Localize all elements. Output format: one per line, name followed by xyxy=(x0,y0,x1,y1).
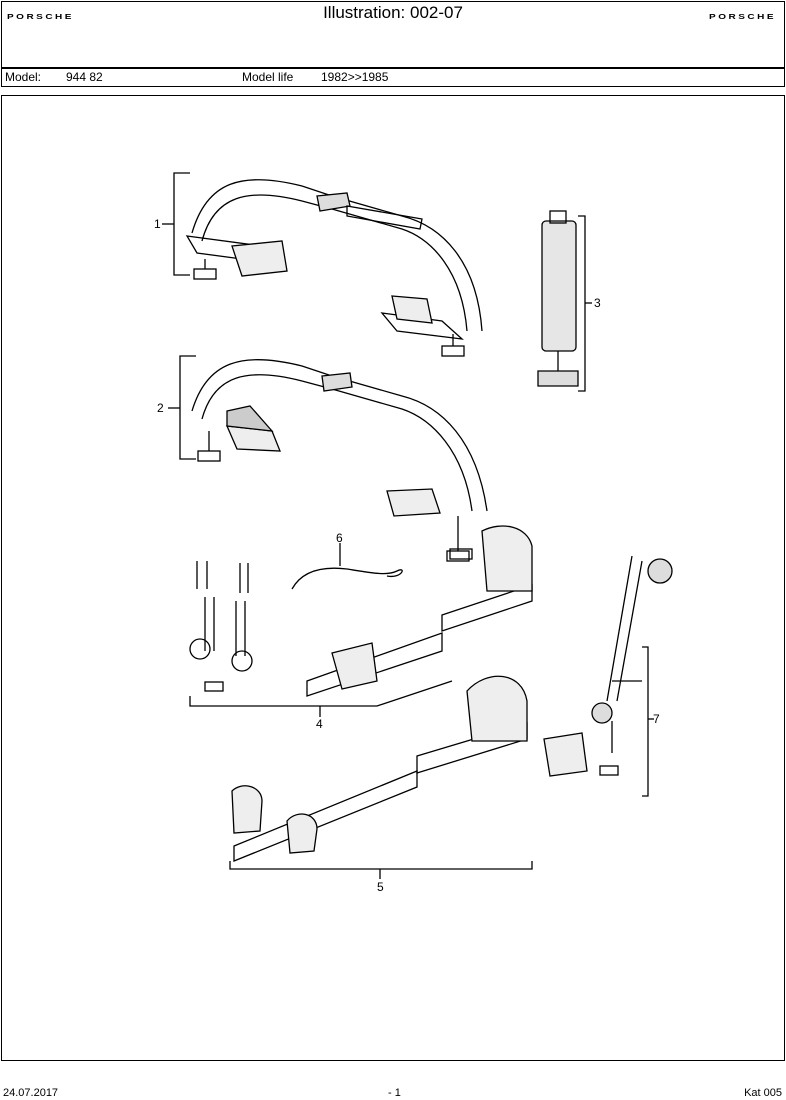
callout-2: 2 xyxy=(157,401,164,415)
part-1-drawing xyxy=(185,179,483,357)
model-life-label: Model life xyxy=(242,70,294,84)
footer-page: - 1 xyxy=(388,1087,401,1099)
model-value: 944 82 xyxy=(66,70,103,84)
illustration-frame: 1 2 3 4 5 6 7 xyxy=(1,95,785,1061)
footer-date: 24.07.2017 xyxy=(3,1087,59,1099)
header: PORSCHE Illustration: 002-07 PORSCHE xyxy=(1,1,785,68)
porsche-logo-right: PORSCHE xyxy=(709,13,776,22)
parts-diagram: 1 2 3 4 5 6 7 xyxy=(154,172,673,894)
part-3-drawing xyxy=(537,210,579,387)
bracket-3 xyxy=(578,215,586,392)
model-life-value: 1982>>1985 xyxy=(321,70,389,84)
callout-6: 6 xyxy=(336,531,343,545)
model-bar: Model: 944 82 Model life 1982>>1985 xyxy=(1,68,785,87)
part-5-drawing xyxy=(231,675,528,862)
callout-5: 5 xyxy=(377,880,384,894)
porsche-logo-left: PORSCHE xyxy=(7,13,74,22)
footer-catalog: Kat 005 xyxy=(744,1087,782,1099)
part-2-drawing xyxy=(191,359,488,562)
bracket-4 xyxy=(189,680,453,707)
bracket-7 xyxy=(642,646,649,797)
callout-1: 1 xyxy=(154,217,161,231)
part-4-drawing xyxy=(189,525,533,697)
model-label: Model: xyxy=(5,70,42,84)
callout-7: 7 xyxy=(653,712,660,726)
bracket-5 xyxy=(229,861,533,870)
illustration-title: Illustration: 002-07 xyxy=(323,3,463,22)
part-7-drawing xyxy=(543,555,673,777)
bracket-1 xyxy=(173,172,190,276)
callout-4: 4 xyxy=(316,717,323,731)
callout-3: 3 xyxy=(594,296,601,310)
part-6-drawing xyxy=(291,567,403,590)
